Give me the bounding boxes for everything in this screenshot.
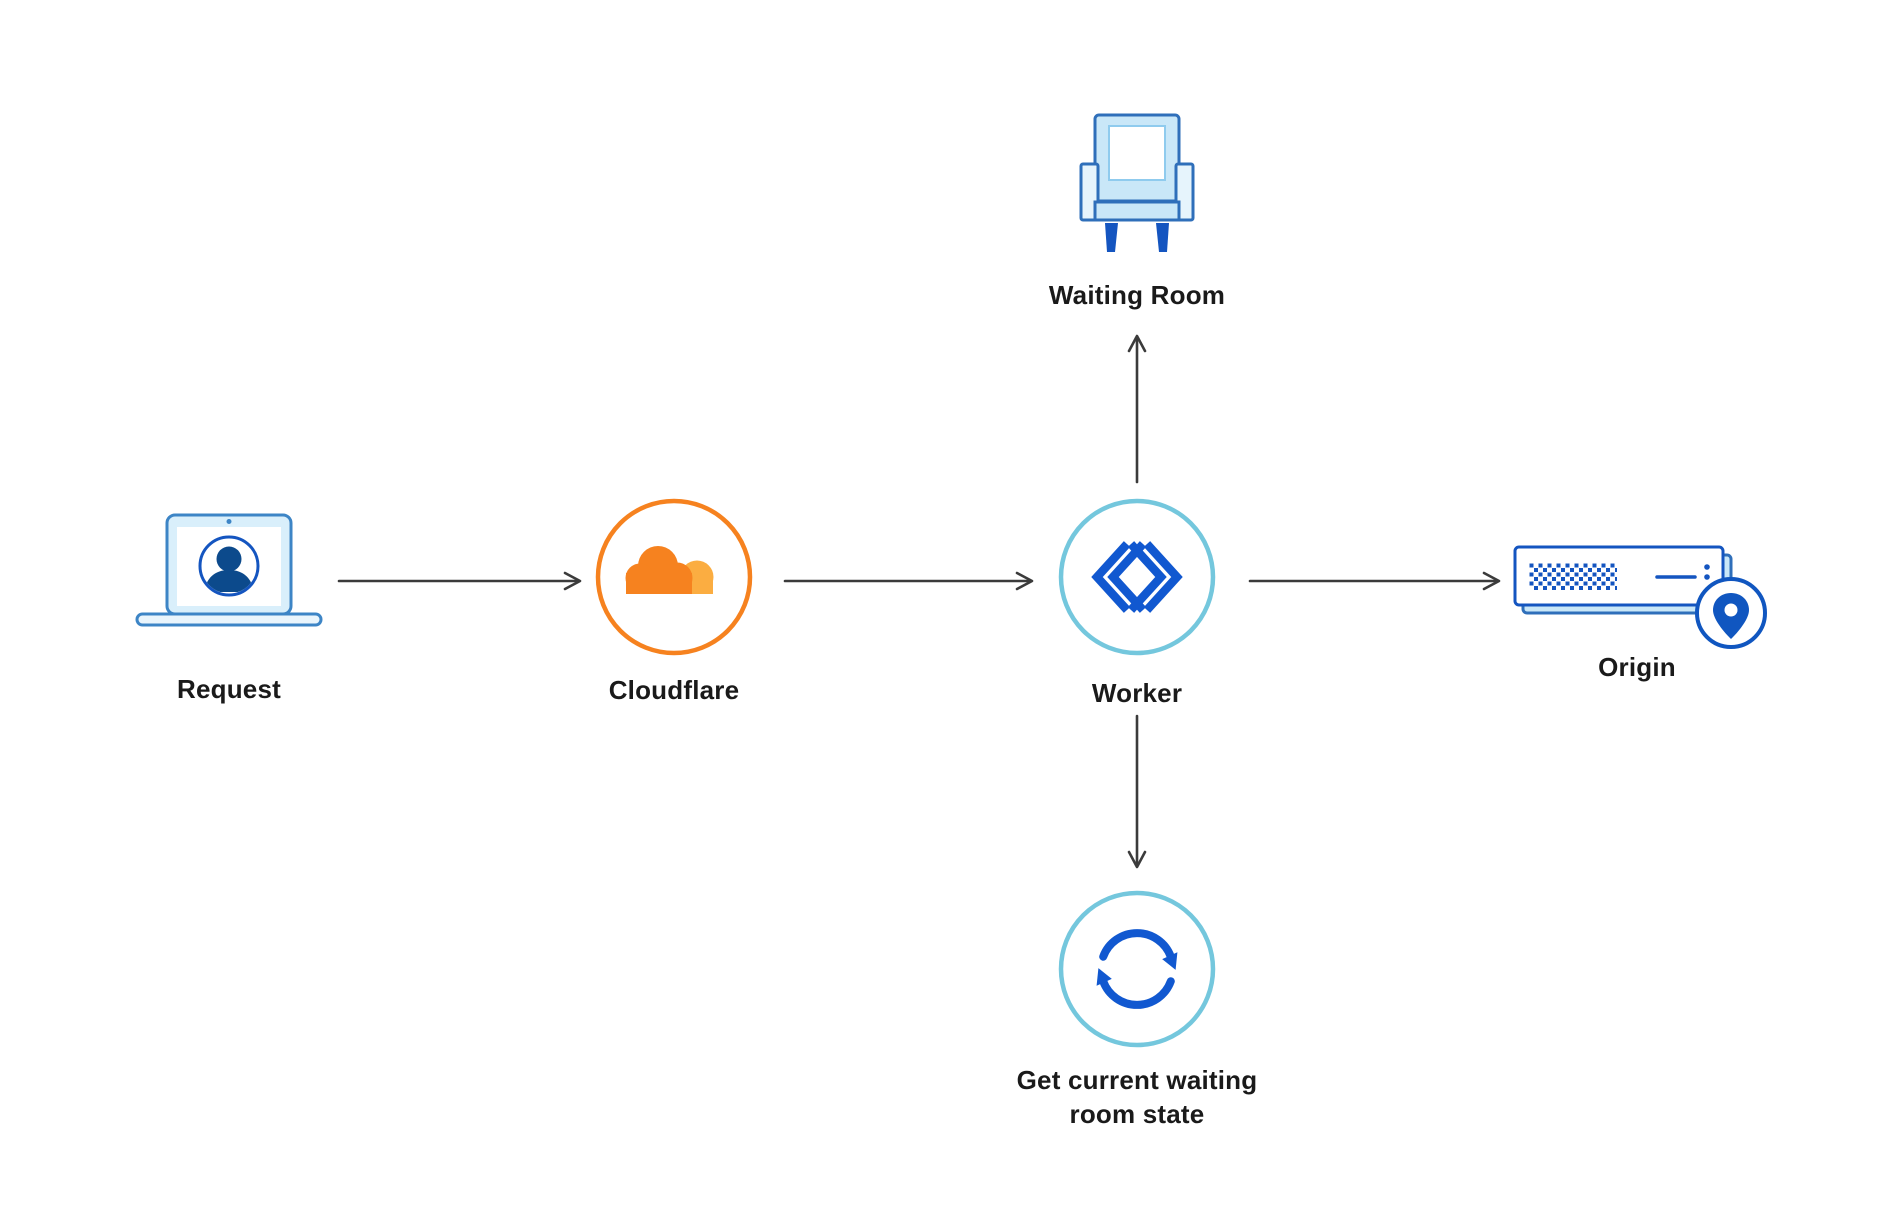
code-brackets-icon [1058,498,1216,656]
arrow-worker-to-state [1127,714,1147,869]
node-waiting-room: Waiting Room [997,112,1277,312]
cloudflare-logo-icon [595,498,753,656]
origin-label: Origin [1598,652,1676,682]
laptop-user-icon [135,513,323,627]
arrow-request-to-cloudflare [337,571,582,591]
server-location-icon [1513,545,1767,649]
arrow-cloudflare-to-worker [783,571,1034,591]
waiting-room-label: Waiting Room [1048,280,1226,310]
arrow-worker-to-waiting-room [1127,334,1147,484]
sync-icon [1058,890,1216,1048]
worker-label: Worker [1091,678,1183,708]
node-cloudflare: Cloudflare [554,497,794,707]
request-label: Request [177,674,281,704]
cloudflare-label: Cloudflare [608,675,740,705]
get-state-label: Get current waiting room state [1016,1065,1258,1130]
arrow-worker-to-origin [1248,571,1501,591]
node-get-state: Get current waiting room state [987,889,1287,1132]
node-origin: Origin [1507,541,1767,684]
node-request: Request [109,512,349,706]
chair-icon [1079,113,1195,252]
node-worker: Worker [1017,497,1257,710]
